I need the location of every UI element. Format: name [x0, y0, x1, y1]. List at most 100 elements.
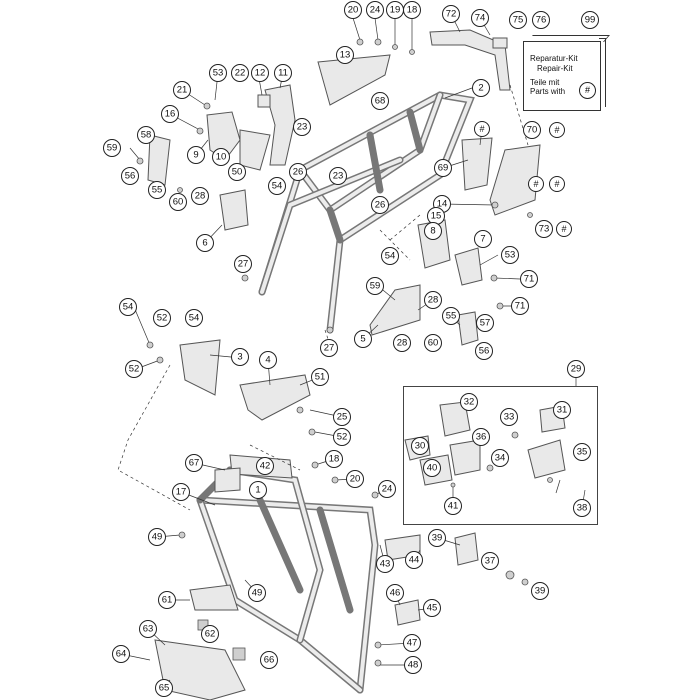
svg-text:56: 56 [479, 346, 490, 357]
callout-19: 19 [386, 1, 404, 19]
callout-60b: 60 [424, 334, 442, 352]
svg-text:31: 31 [557, 405, 568, 416]
bracket-45 [394, 599, 421, 626]
svg-text:34: 34 [495, 453, 506, 464]
callout-39: 39 [428, 529, 446, 547]
svg-text:41: 41 [448, 501, 459, 512]
svg-text:52: 52 [157, 313, 168, 324]
svg-text:13: 13 [340, 50, 351, 61]
hash-marker: # [549, 122, 565, 138]
footpeg-32 [439, 401, 471, 437]
svg-text:11: 11 [278, 68, 288, 79]
svg-text:18: 18 [407, 5, 418, 16]
svg-text:#: # [554, 125, 559, 135]
svg-text:37: 37 [485, 556, 496, 567]
callout-22: 22 [231, 64, 249, 82]
callout-28: 28 [191, 187, 209, 205]
svg-text:46: 46 [390, 588, 401, 599]
callout-48: 48 [404, 656, 422, 674]
svg-text:17: 17 [176, 487, 187, 498]
callout-62: 62 [201, 625, 219, 643]
callout-54c: 54 [119, 298, 137, 316]
callout-70: 70 [523, 121, 541, 139]
svg-text:30: 30 [415, 441, 426, 452]
bracket-4 [239, 374, 311, 421]
callout-49: 49 [148, 528, 166, 546]
svg-text:#: # [479, 124, 484, 134]
callout-55: 55 [148, 181, 166, 199]
callout-56: 56 [121, 167, 139, 185]
svg-text:20: 20 [348, 5, 359, 16]
callout-37: 37 [481, 552, 499, 570]
callout-26: 26 [289, 163, 307, 181]
svg-text:74: 74 [475, 13, 486, 24]
callout-68: 68 [371, 92, 389, 110]
callout-17: 17 [172, 483, 190, 501]
svg-text:54: 54 [189, 313, 200, 324]
callout-52b: 52 [125, 360, 143, 378]
callout-58: 58 [137, 126, 155, 144]
svg-text:36: 36 [476, 432, 487, 443]
callout-57: 57 [476, 314, 494, 332]
callout-24b: 24 [378, 480, 396, 498]
svg-text:75: 75 [513, 15, 524, 26]
svg-text:54: 54 [272, 181, 283, 192]
svg-text:48: 48 [408, 660, 419, 671]
callout-3: 3 [231, 348, 249, 366]
callout-32: 32 [460, 393, 478, 411]
callout-71: 71 [520, 270, 538, 288]
engine-brackets [179, 339, 311, 421]
callout-23: 23 [293, 118, 311, 136]
hash-marker: # [556, 221, 572, 237]
svg-text:65: 65 [159, 683, 170, 694]
callout-36: 36 [472, 428, 490, 446]
callout-52: 52 [153, 309, 171, 327]
svg-text:9: 9 [193, 150, 198, 161]
svg-text:20: 20 [350, 474, 361, 485]
lever-57 [457, 311, 479, 346]
callout-28c: 28 [393, 334, 411, 352]
callout-18b: 18 [325, 450, 343, 468]
svg-text:42: 42 [260, 461, 271, 472]
callout-6: 6 [196, 234, 214, 252]
svg-text:64: 64 [116, 649, 127, 660]
callout-50: 50 [228, 163, 246, 181]
callout-5: 5 [354, 330, 372, 348]
callout-59b: 59 [366, 277, 384, 295]
svg-text:69: 69 [438, 163, 449, 174]
svg-text:53: 53 [505, 250, 516, 261]
svg-text:51: 51 [315, 372, 326, 383]
callout-16: 16 [161, 105, 179, 123]
svg-text:60: 60 [428, 338, 439, 349]
svg-text:58: 58 [141, 130, 152, 141]
callout-38: 38 [573, 499, 591, 517]
svg-text:28: 28 [428, 295, 439, 306]
svg-text:26: 26 [375, 200, 386, 211]
callout-56b: 56 [475, 342, 493, 360]
svg-text:39: 39 [432, 533, 443, 544]
svg-text:2: 2 [478, 83, 483, 94]
bracket-35 [527, 439, 566, 479]
svg-text:23: 23 [333, 171, 344, 182]
footrest-assembly-box [403, 386, 598, 525]
main-frame [154, 454, 479, 700]
callout-30: 30 [411, 437, 429, 455]
svg-text:45: 45 [427, 603, 438, 614]
callout-64: 64 [112, 645, 130, 663]
hash-marker: # [474, 121, 490, 137]
svg-text:44: 44 [409, 555, 420, 566]
svg-text:73: 73 [539, 224, 550, 235]
repair-kit-parts-en: Parts with [530, 87, 566, 96]
svg-text:15: 15 [431, 211, 442, 222]
callout-66: 66 [260, 651, 278, 669]
callout-25: 25 [333, 408, 351, 426]
svg-text:43: 43 [380, 559, 391, 570]
svg-text:52: 52 [337, 432, 348, 443]
svg-text:19: 19 [390, 5, 401, 16]
svg-text:14: 14 [437, 199, 448, 210]
callout-47: 47 [403, 634, 421, 652]
callout-2: 2 [472, 79, 490, 97]
callout-15: 15 [427, 207, 445, 225]
repair-kit-box: Reparatur-Kit Repair-Kit Teile mit Parts… [523, 41, 601, 111]
bracket-3 [179, 339, 221, 396]
